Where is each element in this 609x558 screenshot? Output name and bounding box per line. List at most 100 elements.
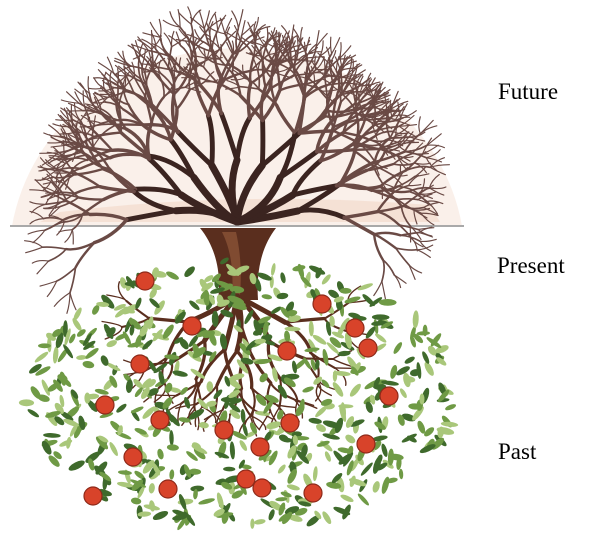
branch xyxy=(100,94,113,95)
leaf xyxy=(423,325,428,337)
fruit xyxy=(151,411,169,429)
leaf xyxy=(270,305,283,315)
leaf xyxy=(372,314,390,320)
leaf xyxy=(291,360,298,374)
branch xyxy=(49,249,67,261)
leaf xyxy=(115,402,128,414)
fruit xyxy=(159,480,177,498)
fruit xyxy=(380,387,398,405)
leaf xyxy=(286,483,300,491)
leaf xyxy=(277,463,287,474)
branch xyxy=(67,293,70,314)
leaf xyxy=(198,422,209,429)
branch xyxy=(159,19,161,37)
fruit xyxy=(253,479,271,497)
branch xyxy=(359,119,379,120)
fruit xyxy=(131,355,149,373)
leaf xyxy=(198,497,216,506)
leaf xyxy=(254,518,266,525)
fruit xyxy=(346,319,364,337)
leaf xyxy=(43,433,61,439)
branch xyxy=(94,78,104,88)
leaf xyxy=(420,394,425,405)
leaf xyxy=(267,508,276,521)
leaf xyxy=(348,382,363,398)
leaf xyxy=(404,355,416,365)
fruit xyxy=(278,342,296,360)
leaf xyxy=(130,405,144,414)
branch xyxy=(410,226,411,242)
leaf xyxy=(84,392,90,403)
leaf xyxy=(308,417,322,425)
leaf xyxy=(444,403,457,412)
leaf xyxy=(379,299,397,306)
fruit xyxy=(84,487,102,505)
leaf xyxy=(344,433,357,445)
branch xyxy=(43,247,66,249)
future-label: Future xyxy=(498,80,558,103)
branch xyxy=(417,250,431,258)
leaf xyxy=(340,288,352,294)
fruit xyxy=(96,396,114,414)
leaf xyxy=(183,265,197,279)
branch xyxy=(70,293,76,310)
leaf xyxy=(183,396,192,409)
leaf xyxy=(169,430,174,446)
leaf xyxy=(118,470,132,476)
branch xyxy=(374,281,382,295)
leaf xyxy=(165,270,180,282)
branch xyxy=(427,134,441,145)
root xyxy=(304,358,333,359)
branch xyxy=(297,36,298,50)
past-label: Past xyxy=(498,440,536,463)
leaf xyxy=(82,360,95,369)
branch xyxy=(89,88,104,89)
leaf xyxy=(65,437,71,450)
leaf xyxy=(148,297,161,310)
branch xyxy=(306,57,324,58)
branch xyxy=(262,120,263,165)
fruit xyxy=(215,421,233,439)
leaf xyxy=(167,444,179,451)
leaf xyxy=(33,350,49,364)
leaf xyxy=(67,458,86,472)
leaf xyxy=(130,497,141,505)
branch xyxy=(419,117,420,134)
branch xyxy=(317,150,353,152)
branch xyxy=(420,239,436,241)
leaf xyxy=(169,469,175,480)
leaf xyxy=(152,509,170,522)
leaf xyxy=(108,441,120,457)
branch xyxy=(163,20,180,27)
leaf xyxy=(261,294,272,300)
leaf xyxy=(321,510,333,525)
leaf xyxy=(371,480,381,493)
leaf xyxy=(76,355,87,361)
leaf xyxy=(392,341,404,355)
leaf xyxy=(320,273,332,286)
fruit xyxy=(313,295,331,313)
leaf xyxy=(374,332,388,344)
branch xyxy=(178,10,180,28)
leaf xyxy=(279,272,286,284)
branch xyxy=(57,268,76,281)
leaf xyxy=(423,361,436,378)
branch xyxy=(37,261,49,274)
leaf xyxy=(229,441,235,459)
branch xyxy=(398,199,418,200)
leaf xyxy=(26,408,40,419)
branch xyxy=(104,72,107,88)
leaf xyxy=(270,263,276,276)
branch xyxy=(396,248,417,250)
leaf xyxy=(309,321,315,337)
leaf xyxy=(324,450,333,462)
leaf xyxy=(125,379,133,393)
leaf xyxy=(250,518,254,528)
leaf xyxy=(38,343,51,348)
leaf xyxy=(364,325,377,339)
leaf xyxy=(19,399,34,406)
fruit xyxy=(251,438,269,456)
branch xyxy=(64,143,65,159)
fruit xyxy=(359,339,377,357)
fruit xyxy=(136,272,154,290)
